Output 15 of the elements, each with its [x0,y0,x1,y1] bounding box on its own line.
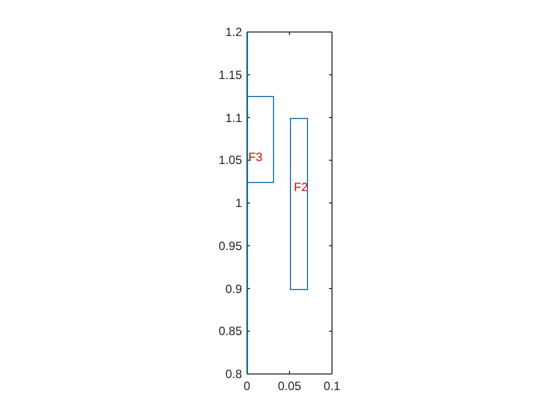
tick-label: 0.85 [218,324,242,338]
plot-rectangle [290,118,308,290]
plot-rectangle [247,96,274,183]
tick-label: 1 [235,196,242,210]
tick-label: 0.95 [218,238,242,253]
rectangle-label: F3 [248,150,262,164]
tick-label: 0.9 [225,282,242,296]
tick-label: 0.8 [225,367,242,381]
tick-label: 0.1 [324,379,340,393]
tick-label: 1.05 [218,153,242,168]
tick-label: 1.1 [225,110,242,124]
tick-label: 0 [244,379,250,393]
tick-label: 1.15 [218,68,242,82]
tick-label: 1.2 [225,25,242,39]
tick-label: 0.05 [278,379,302,393]
